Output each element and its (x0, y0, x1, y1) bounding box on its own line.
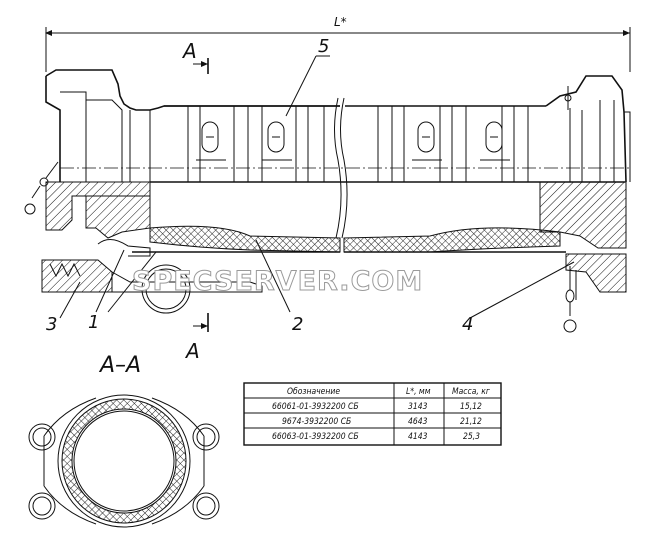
table-cell-r1-mass: 15,12 (460, 402, 482, 412)
section-letter-bottom: A (184, 339, 200, 363)
spec-table: Обозначение L*, мм Масса, кг 66061-01-39… (243, 382, 502, 446)
table-cell-r2-designation: 9674-3932200 СБ (282, 417, 351, 427)
watermark: SPECSERVER.COM (132, 266, 423, 297)
ring-handle (141, 264, 191, 314)
callout-1: 1 (88, 312, 99, 333)
section-letter-top: A (181, 39, 197, 63)
clamp-slots (196, 121, 510, 161)
dimension-label: L* (334, 15, 347, 29)
table-cell-r3-length: 4143 (408, 432, 428, 442)
table-cell-r2-mass: 21,12 (460, 417, 482, 427)
callout-leaders (59, 55, 575, 319)
table-cell-r3-designation: 66063-01-3932200 СБ (272, 432, 359, 442)
table-cell-r2-length: 4643 (408, 417, 428, 427)
callout-3: 3 (46, 314, 57, 335)
overall-length-dimension: L* (45, 15, 631, 72)
table-cell-r3-mass: 25,3 (463, 432, 480, 442)
callout-4: 4 (462, 314, 473, 335)
table-header-mass: Масса, кг (452, 387, 491, 397)
table-header-designation: Обозначение (287, 387, 340, 397)
section-view-title: A–A (98, 353, 141, 378)
table-cell-r1-designation: 66061-01-3932200 СБ (272, 402, 359, 412)
table-cell-r1-length: 3143 (408, 402, 428, 412)
table-header-length: L*, мм (406, 387, 431, 397)
callout-2: 2 (292, 314, 303, 335)
callout-5: 5 (318, 36, 329, 57)
hose-assembly-view (24, 55, 631, 333)
section-mark-bottom: A (184, 313, 209, 363)
section-mark-top: A (181, 39, 209, 74)
chain-left (24, 161, 59, 215)
section-view-a-a (28, 394, 220, 528)
chain-right (563, 266, 577, 333)
